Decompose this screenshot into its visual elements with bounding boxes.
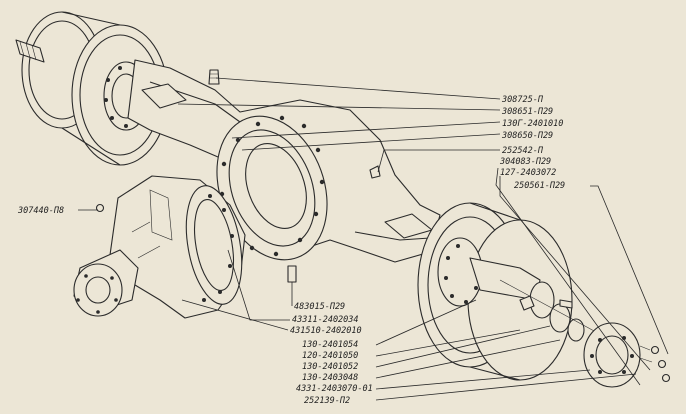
label-250561-P29: 250561-П29 [514, 181, 565, 191]
label-308725-P: 308725-П [501, 95, 544, 105]
label-130-2403048: 130-2403048 [302, 373, 358, 383]
label-4331-2403070-01: 4331-2403070-01 [296, 384, 373, 394]
label-130G-2401010: 130Г-2401010 [502, 119, 563, 129]
label-130-2401052: 130-2401052 [302, 362, 358, 372]
stud-bolt [287, 265, 297, 283]
label-252542-P: 252542-П [502, 146, 544, 156]
part-labels: 308725-П 308651-П29 130Г-2401010 308650-… [17, 95, 565, 406]
label-127-2403072: 127-2403072 [500, 168, 556, 178]
left-brake-drum [21, 11, 169, 166]
axle-housing [127, 59, 441, 263]
label-307440-P8: 307440-П8 [17, 206, 64, 216]
label-252139-P2: 252139-П2 [304, 396, 350, 406]
label-43311-2402034: 43311-2402034 [292, 315, 359, 325]
right-hub-parts [469, 257, 621, 346]
label-483015-P29: 483015-П29 [294, 302, 345, 312]
leader-lines [78, 77, 669, 401]
final-drive-carrier [73, 175, 246, 319]
breather-plug [208, 69, 220, 85]
left-axle-shaft [15, 39, 45, 63]
label-308651-P29: 308651-П29 [501, 107, 553, 117]
label-308650-P29: 308650-П29 [501, 131, 553, 141]
flange-nuts [650, 345, 671, 383]
label-130-2401054: 130-2401054 [302, 340, 358, 350]
carrier-bolt [95, 203, 105, 213]
filler-plug [369, 165, 381, 179]
label-304083-P29: 304083-П29 [499, 157, 551, 167]
label-431510-2402010: 431510-2402010 [290, 326, 362, 336]
label-120-2401050: 120-2401050 [302, 351, 358, 361]
